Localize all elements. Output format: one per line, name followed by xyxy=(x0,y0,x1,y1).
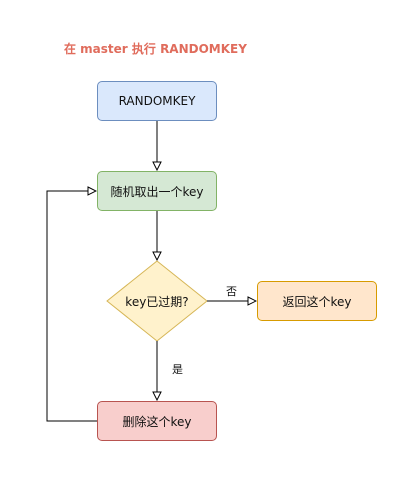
edge-label-no: 否 xyxy=(226,285,237,298)
node-pick-random-key: 随机取出一个key xyxy=(97,171,217,211)
node-return-key: 返回这个key xyxy=(257,281,377,321)
diagram-title: 在 master 执行 RANDOMKEY xyxy=(64,42,247,56)
node-randomkey: RANDOMKEY xyxy=(97,81,217,121)
edge-label-yes: 是 xyxy=(172,363,183,376)
node-delete-key: 删除这个key xyxy=(97,401,217,441)
edge-delete-loop-to-pick xyxy=(46,191,97,422)
node-key-expired-decision: key已过期? xyxy=(125,294,189,309)
